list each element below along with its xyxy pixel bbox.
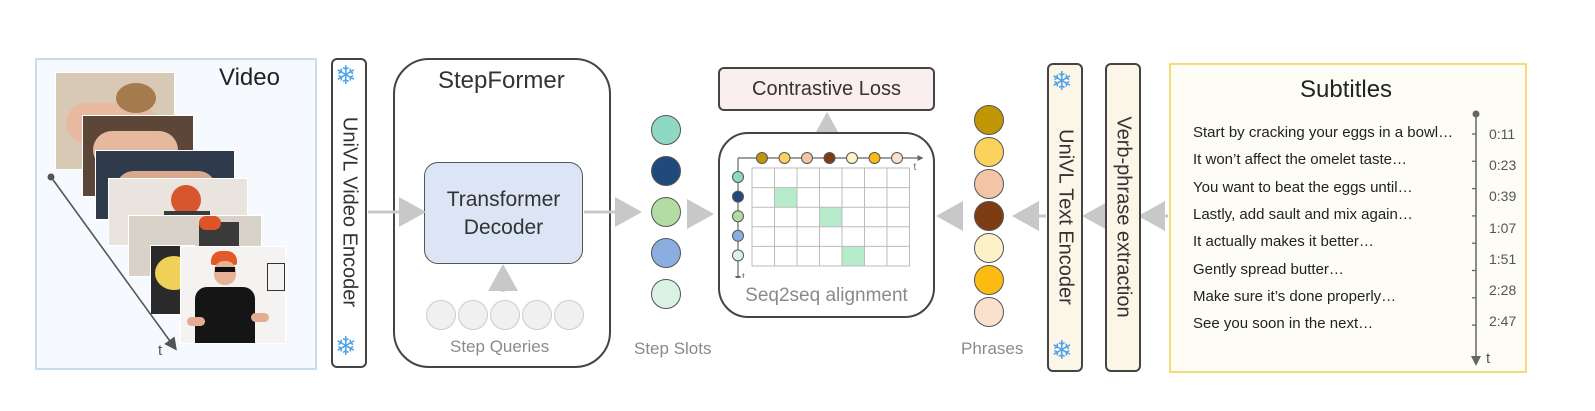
subtitle-line: See you soon in the next…	[1193, 315, 1374, 333]
subtitle-line: Make sure it’s done properly…	[1193, 287, 1397, 305]
transformer-decoder-block	[424, 162, 583, 264]
step-query	[490, 300, 520, 330]
subtitle-lines: Start by cracking your eggs in a bowl… 0:…	[1193, 124, 1533, 354]
phrase-slot	[974, 169, 1004, 199]
alignment-phrase-dot	[801, 152, 813, 164]
alignment-phrase-dot	[756, 152, 768, 164]
alignment-step-dot	[732, 249, 744, 262]
subtitles-panel	[1169, 63, 1527, 373]
alignment-step-dot	[732, 171, 744, 183]
phrases-label: Phrases	[961, 339, 1024, 358]
decoder-label-line2: Decoder	[463, 216, 544, 239]
phrase-slot	[974, 201, 1004, 231]
text-encoder-label: UniVL Text Encoder	[1054, 129, 1077, 305]
subtitle-line: It won’t affect the omelet taste…	[1193, 151, 1407, 169]
subtitle-line: You want to beat the eggs until…	[1193, 178, 1413, 196]
step-query	[426, 300, 456, 330]
alignment-phrase-dot	[868, 152, 881, 164]
contrastive-loss-label: Contrastive Loss	[752, 78, 901, 100]
step-slot	[651, 156, 681, 186]
transformer-decoder-label: Transformer Decoder	[424, 186, 583, 242]
subtitles-title: Subtitles	[1300, 76, 1393, 103]
subtitle-line: Gently spread butter…	[1193, 260, 1344, 278]
phrase-slot	[974, 265, 1004, 295]
step-slot	[651, 279, 681, 309]
decoder-label-line1: Transformer	[446, 188, 561, 211]
text-encoder-block	[1047, 63, 1083, 372]
alignment-match-cell	[842, 246, 865, 266]
step-query	[554, 300, 584, 330]
snowflake-icon: ❄	[1051, 66, 1073, 96]
alignment-phrase-dot	[846, 152, 858, 164]
step-query	[522, 300, 552, 330]
subtitle-timestamp: 0:11	[1489, 126, 1516, 142]
alignment-matrix: tt	[732, 152, 924, 278]
alignment-match-cell	[819, 207, 842, 227]
subtitle-line: It actually makes it better…	[1193, 233, 1374, 251]
alignment-label: Seq2seq alignment	[745, 285, 908, 306]
subtitle-line: Start by cracking your eggs in a bowl…	[1193, 124, 1454, 141]
alignment-phrase-dot	[891, 152, 903, 164]
phrase-slot	[974, 233, 1004, 263]
phrases-column	[974, 105, 1006, 330]
phrase-slot	[974, 297, 1004, 327]
video-time-axis	[47, 173, 177, 351]
subtitle-timestamp: 0:39	[1489, 188, 1517, 205]
subtitle-timestamp: 1:51	[1489, 250, 1517, 267]
subtitle-timestamp: 1:07	[1489, 219, 1517, 236]
subtitle-time-label: t	[1486, 350, 1491, 367]
video-frame	[180, 246, 286, 344]
alignment-match-cell	[774, 187, 797, 208]
snowflake-icon: ❄	[335, 331, 357, 361]
alignment-step-dot	[732, 210, 744, 223]
step-slot	[651, 238, 681, 268]
subtitle-timestamp: 2:47	[1489, 313, 1517, 330]
phrase-slot	[974, 137, 1004, 167]
verb-extraction-block	[1105, 63, 1141, 372]
step-slots-column	[651, 115, 683, 315]
phrase-slot	[974, 105, 1004, 135]
alignment-axis-label: t	[914, 162, 917, 173]
step-query	[458, 300, 488, 330]
video-encoder-block	[331, 58, 367, 368]
subtitle-time-axis	[1471, 110, 1481, 366]
alignment-axis-label: t	[742, 272, 745, 278]
step-slot	[651, 197, 681, 227]
alignment-phrase-dot	[778, 152, 791, 164]
video-time-label: t	[158, 342, 163, 359]
subtitle-line: Lastly, add sault and mix again…	[1193, 205, 1413, 223]
subtitle-timestamp: 0:23	[1489, 157, 1517, 174]
alignment-step-dot	[732, 229, 744, 242]
stepformer-title: StepFormer	[438, 67, 565, 94]
contrastive-loss-block	[718, 67, 935, 111]
step-slot	[651, 115, 681, 145]
step-slots-label: Step Slots	[634, 339, 712, 358]
snowflake-icon: ❄	[335, 60, 357, 90]
video-title: Video	[219, 64, 280, 91]
step-queries-label: Step Queries	[450, 337, 550, 356]
subtitle-timestamp: 2:28	[1489, 282, 1517, 298]
snowflake-icon: ❄	[1051, 335, 1073, 365]
alignment-phrase-dot	[823, 152, 836, 164]
verb-extraction-label: Verb-phrase extraction	[1112, 116, 1135, 318]
alignment-step-dot	[732, 190, 744, 203]
